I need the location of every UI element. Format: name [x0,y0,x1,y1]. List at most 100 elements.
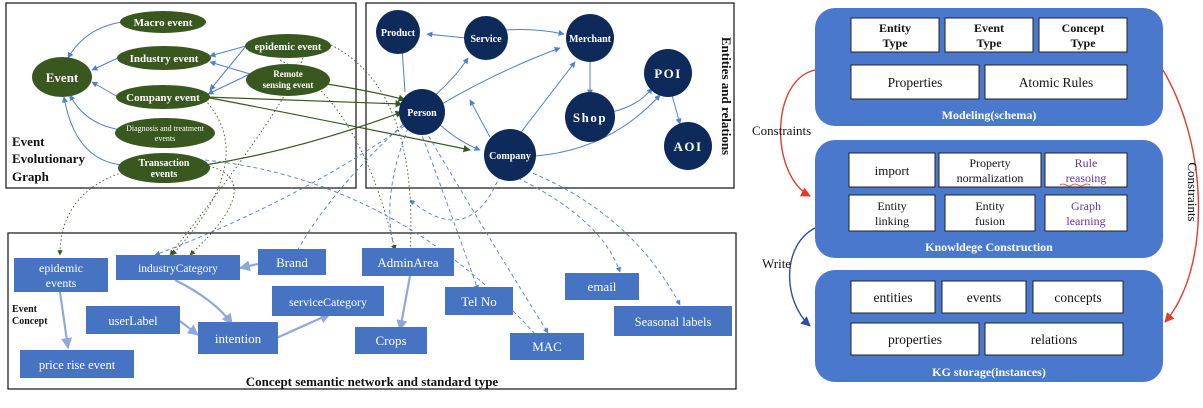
concepts-box[interactable] [1032,280,1124,314]
event-concept-caption: Event Concept [12,304,48,327]
properties-store-box[interactable] [850,322,980,356]
remote-sensing-label-2: sensing event [263,80,314,90]
intention-node[interactable] [198,322,278,354]
poi-node[interactable] [644,49,692,97]
events-box[interactable] [941,280,1027,314]
crops-label: Crops [375,333,406,348]
user-label-node[interactable] [86,306,180,334]
aoi-node[interactable] [664,122,712,170]
poi-label: POI [654,66,682,81]
macro-event-node[interactable] [120,11,206,33]
industry-event-node[interactable] [117,46,211,70]
event-nodes: Event Macro event Industry event Company… [32,11,331,183]
event-node-label: Event [46,70,79,85]
event-type-label-2: Type [976,36,1002,50]
rule-reasoning-box[interactable] [1044,152,1128,188]
entity-fusion-box[interactable] [944,194,1036,232]
epidemic-event-node[interactable] [245,34,331,58]
mac-label: MAC [532,339,562,354]
properties-box[interactable] [850,64,980,100]
seasonal-labels-node[interactable] [614,306,732,336]
entity-type-box[interactable] [850,17,940,53]
event-concept-label-2: Concept [12,316,48,327]
write-label: Write [762,256,791,271]
company-event-node[interactable] [116,85,210,109]
entity-fusion-label-2: fusion [975,214,1005,228]
diagnosis-event-node[interactable] [115,118,215,148]
merchant-label: Merchant [569,34,612,45]
entity-type-label-1: Entity [879,21,911,35]
epidemic-events-label-1: epidemic [39,261,83,275]
brand-node[interactable] [258,249,326,275]
import-box[interactable] [848,152,936,188]
construction-title: Knowldege Construction [925,240,1053,254]
mac-node[interactable] [510,333,584,360]
event-concept-label-1: Event [12,304,38,315]
graph-learning-label-1: Graph [1071,199,1101,213]
concept-type-box[interactable] [1038,17,1128,53]
admin-area-node[interactable] [362,248,454,276]
tel-no-node[interactable] [445,287,513,315]
service-category-label: serviceCategory [289,295,367,309]
storage-title: KG storage(instances) [932,365,1046,379]
epidemic-events-label-2: events [46,276,77,290]
diagnosis-label-1: Diagnosis and treatment [126,124,205,133]
service-node[interactable] [464,16,508,60]
storage-boxes: entities events concepts properties rela… [850,280,1124,379]
events-label-store: events [967,290,1002,305]
relations-label-store: relations [1031,332,1078,347]
graph-learning-box[interactable] [1044,194,1128,232]
service-category-node[interactable] [272,286,384,316]
entity-type-label-2: Type [882,36,908,50]
entity-edges [399,29,682,157]
epidemic-events-node[interactable] [14,258,108,292]
rule-reasoning-spell-underline [1059,183,1091,187]
constraints-right-arrow [1162,69,1200,323]
entity-linking-label-2: linking [875,214,909,228]
merchant-node[interactable] [566,14,614,62]
concepts-label-store: concepts [1054,290,1101,305]
person-node[interactable] [399,89,445,135]
crops-node[interactable] [355,327,427,354]
company-label: Company [489,151,531,162]
product-node[interactable] [376,10,420,54]
price-rise-event-label: price rise event [39,358,116,372]
macro-event-label: Macro event [134,17,193,29]
email-label: email [588,279,617,294]
event-entity-edges [204,79,471,166]
remote-sensing-event-node[interactable] [246,64,330,96]
property-normalization-box[interactable] [938,152,1042,188]
transaction-label-1: Transaction [139,158,190,169]
event-node[interactable] [32,57,92,97]
concepts-label: Concept semantic network and standard ty… [246,374,499,389]
event-graph-label-2: Evolutionary [12,151,85,166]
shop-node[interactable] [565,92,615,142]
industry-category-node[interactable] [116,255,240,280]
price-rise-event-node[interactable] [20,350,134,378]
construction-boxes: import Property normalization Rule reaso… [848,152,1128,254]
modeling-boxes: Entity Type Event Type Concept Type Prop… [850,17,1128,122]
constraints-left-label: Constraints [752,123,811,138]
industry-event-label: Industry event [130,53,199,65]
relations-box[interactable] [984,322,1124,356]
entity-linking-box[interactable] [848,194,936,232]
event-concept-links [57,39,413,256]
company-node[interactable] [484,129,536,181]
entities-frame [365,2,735,189]
industry-category-label: industryCategory [138,263,218,275]
properties-label-store: properties [888,332,942,347]
concept-type-label-2: Type [1070,36,1096,50]
concept-edges [58,260,412,350]
email-node[interactable] [565,273,639,300]
service-label: Service [470,34,502,45]
entity-fusion-label-1: Entity [975,199,1004,213]
event-graph-label-3: Graph [12,169,50,184]
atomic-rules-box[interactable] [984,64,1128,100]
event-type-box[interactable] [944,17,1034,53]
event-type-label-1: Event [974,21,1004,35]
epidemic-event-label: epidemic event [255,42,322,53]
entities-box[interactable] [850,280,936,314]
transaction-event-node[interactable] [118,153,210,183]
